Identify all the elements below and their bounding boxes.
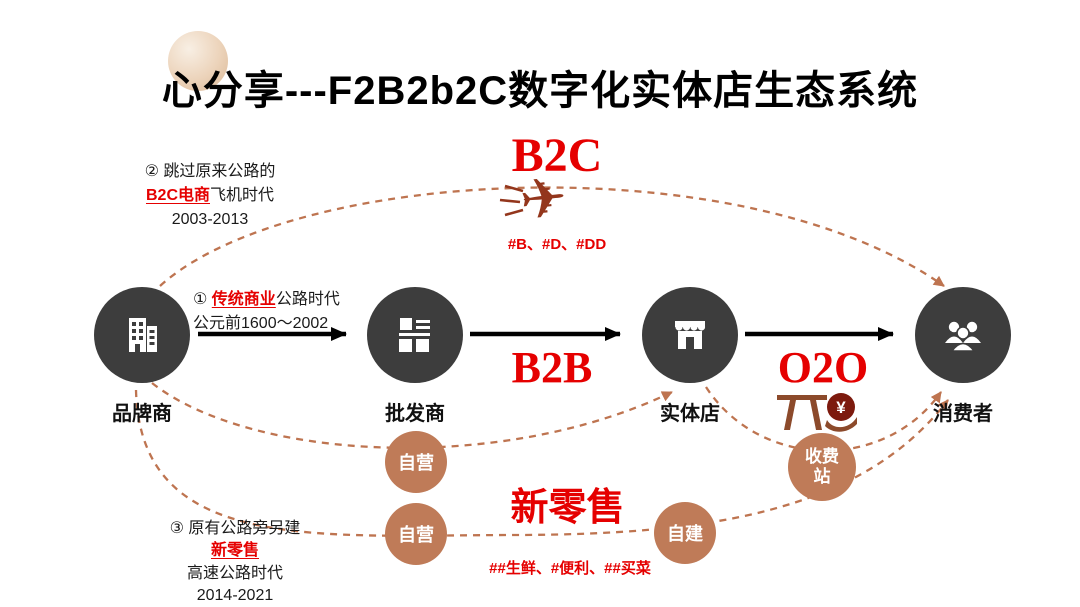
- note-era1: ① 传统商业公路时代 公元前1600～2002: [193, 288, 383, 336]
- badge-toll-station: 收费站: [788, 433, 856, 501]
- note-era3-line1: ③ 原有公路旁另建: [169, 520, 301, 537]
- note-era3-highlight: 新零售: [210, 542, 259, 560]
- label-b2b: B2B: [511, 343, 593, 392]
- note-era1-highlight: 传统商业: [211, 291, 276, 308]
- b2c-tags: #B、#D、#DD: [507, 236, 607, 253]
- badge-self-run-2: 自营: [385, 503, 447, 565]
- page-title: 心分享---F2B2b2C数字化实体店生态系统: [161, 69, 919, 113]
- node-store: 实体店: [642, 287, 738, 426]
- decorative-sphere: [168, 31, 228, 91]
- node-brand-label: 品牌商: [112, 403, 172, 425]
- note-era1-line1: ① 传统商业公路时代: [193, 291, 340, 308]
- route-b2c-curve: [159, 186, 945, 287]
- note-era2-line2: B2C电商飞机时代: [145, 187, 275, 204]
- node-store-label: 实体店: [660, 403, 720, 425]
- dashed-routes: [134, 186, 949, 537]
- new-retail-tags: ##生鲜、#便利、##买菜: [489, 560, 651, 577]
- store-front-icon: [642, 287, 738, 383]
- badge-self-build: 自建: [654, 502, 716, 564]
- node-consumer: 消费者: [915, 287, 1011, 426]
- note-era1-line2: 公元前1600～2002: [193, 315, 329, 332]
- node-brand: 品牌商: [94, 287, 190, 426]
- note-era3-period: 2014-2021: [196, 587, 274, 605]
- badge-self-run-1: 自营: [385, 431, 447, 493]
- note-era2: ② 跳过原来公路的 B2C电商飞机时代 2003-2013: [112, 160, 308, 232]
- brand-building-icon: [94, 287, 190, 383]
- note-era3-line3: 高速公路时代: [186, 564, 283, 582]
- toll-gate-icon: ¥: [775, 386, 861, 439]
- contrail-lines: [499, 184, 524, 217]
- note-era2-highlight: B2C电商: [145, 187, 210, 204]
- label-b2c: B2C: [511, 129, 603, 182]
- node-consumer-label: 消费者: [933, 403, 993, 425]
- route-new-retail-curve: [134, 389, 949, 537]
- note-era3-line2: 新零售: [146, 540, 324, 562]
- note-era3: ③ 原有公路旁另建 新零售 高速公路时代 2014-2021: [146, 518, 324, 607]
- note-era2-period: 2003-2013: [171, 211, 249, 228]
- consumer-people-icon: [915, 287, 1011, 383]
- node-wholesaler-label: 批发商: [385, 403, 445, 425]
- yen-icon: ¥: [836, 398, 846, 417]
- label-o2o: O2O: [777, 343, 869, 392]
- route-toll-to-consumer: [705, 386, 942, 452]
- node-wholesaler: 批发商: [367, 287, 463, 426]
- route-selfrun-to-store: [151, 382, 673, 449]
- note-era2-line1: ② 跳过原来公路的: [144, 163, 276, 180]
- wholesaler-boxes-icon: [367, 287, 463, 383]
- label-new-retail: 新零售: [510, 487, 625, 529]
- airplane-icon: ✈: [516, 164, 571, 235]
